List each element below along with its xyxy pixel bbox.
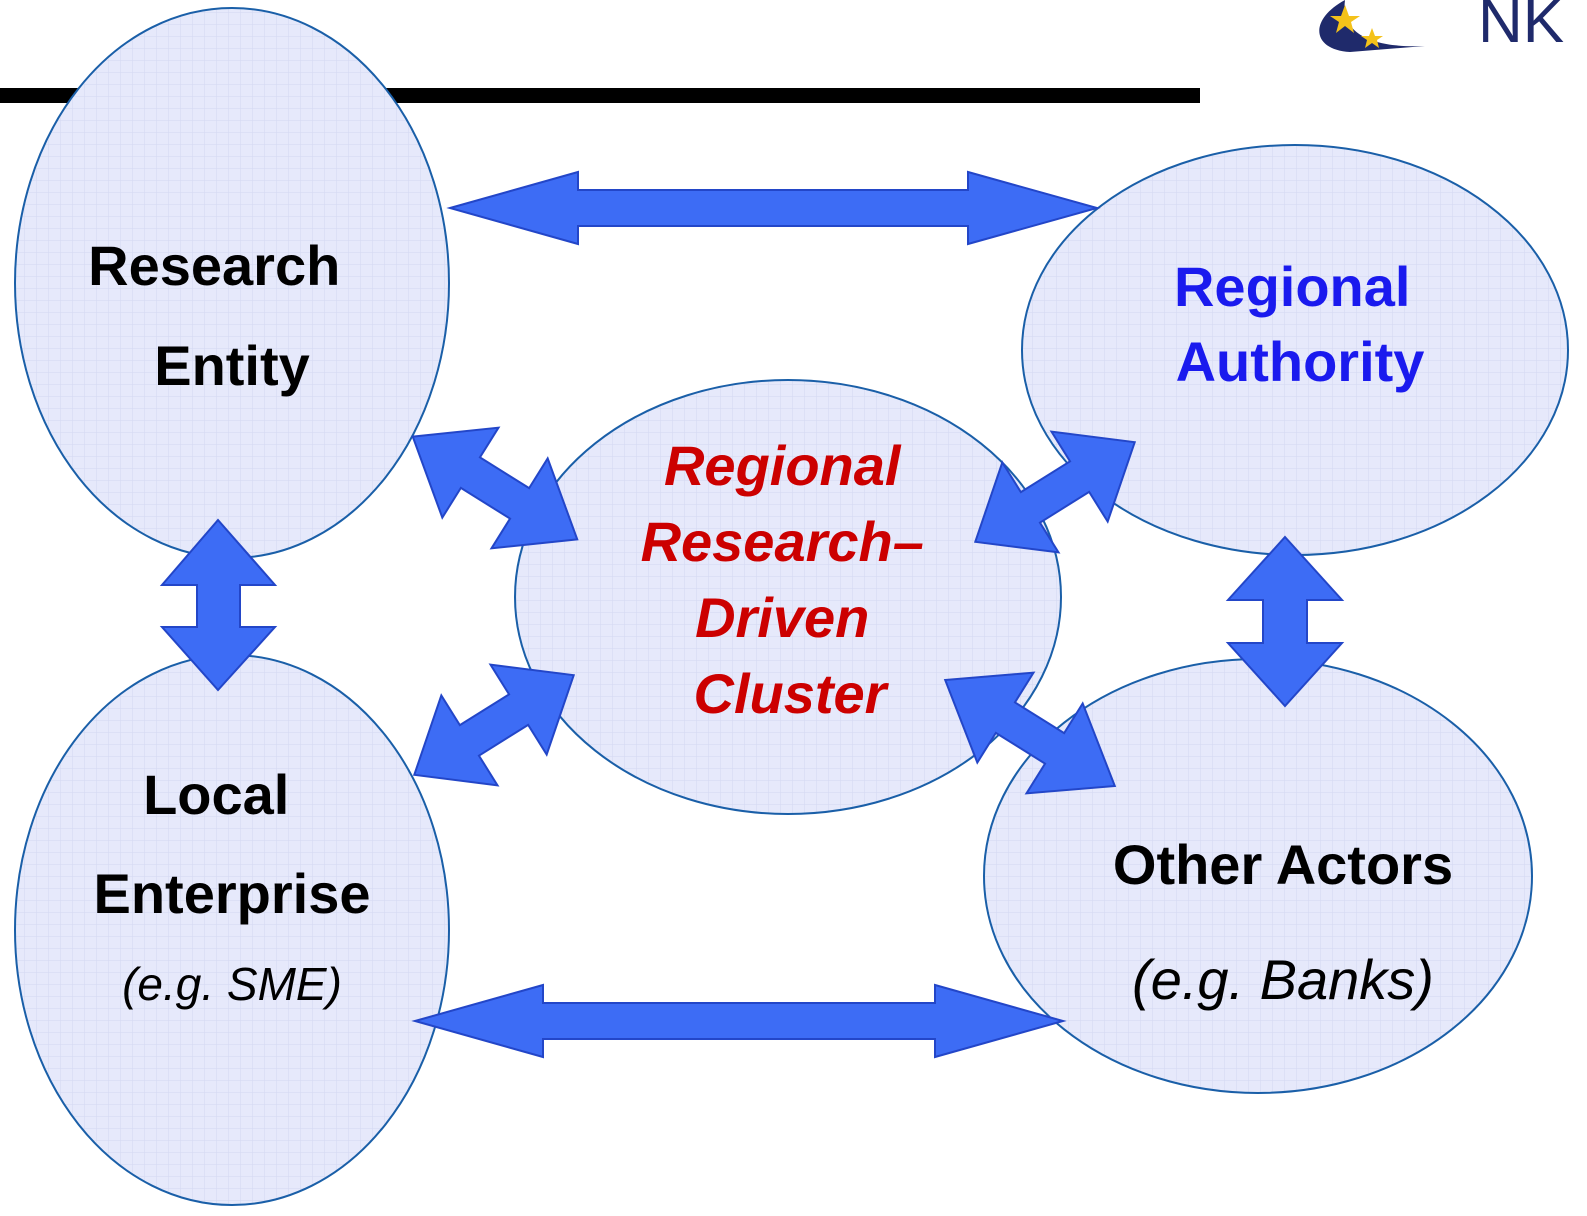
other-actors-note: (e.g. Banks) (1132, 948, 1434, 1011)
arrow-cluster-actors (943, 671, 1117, 795)
arrow-research-cluster (411, 426, 579, 550)
arrow-authority-actors (1225, 535, 1345, 708)
research-entity-label: Research Entity (88, 234, 356, 397)
cluster-line: Regional (664, 434, 902, 497)
local-enterprise-node (14, 654, 450, 1206)
cluster-line: Research– (641, 510, 924, 573)
regional-authority-line: Regional (1174, 255, 1410, 318)
research-entity-line: Research (88, 234, 340, 297)
cluster-line: Driven (695, 586, 869, 649)
local-enterprise-note: (e.g. SME) (122, 958, 342, 1010)
local-enterprise-line: Local (143, 763, 289, 826)
local-enterprise-label: Local Enterprise (94, 763, 371, 925)
arrow-research-authority (446, 170, 1101, 246)
cluster-label: Regional Research– Driven Cluster (641, 434, 940, 725)
eu-stars-crescent-icon (1319, 0, 1425, 52)
arrow-research-enterprise (159, 518, 278, 692)
cluster-node (514, 379, 1062, 815)
cluster-line: Cluster (694, 662, 890, 725)
arrow-enterprise-cluster (412, 663, 576, 787)
research-entity-line: Entity (154, 334, 310, 397)
other-actors-label: Other Actors (1113, 833, 1453, 896)
arrow-enterprise-actors (411, 983, 1067, 1059)
regional-authority-line: Authority (1176, 330, 1425, 393)
arrow-cluster-authority (973, 430, 1137, 554)
regional-authority-label: Regional Authority (1174, 255, 1426, 393)
local-enterprise-line: Enterprise (94, 862, 371, 925)
logo: NK (1319, 0, 1564, 56)
logo-text: NK (1478, 0, 1564, 56)
